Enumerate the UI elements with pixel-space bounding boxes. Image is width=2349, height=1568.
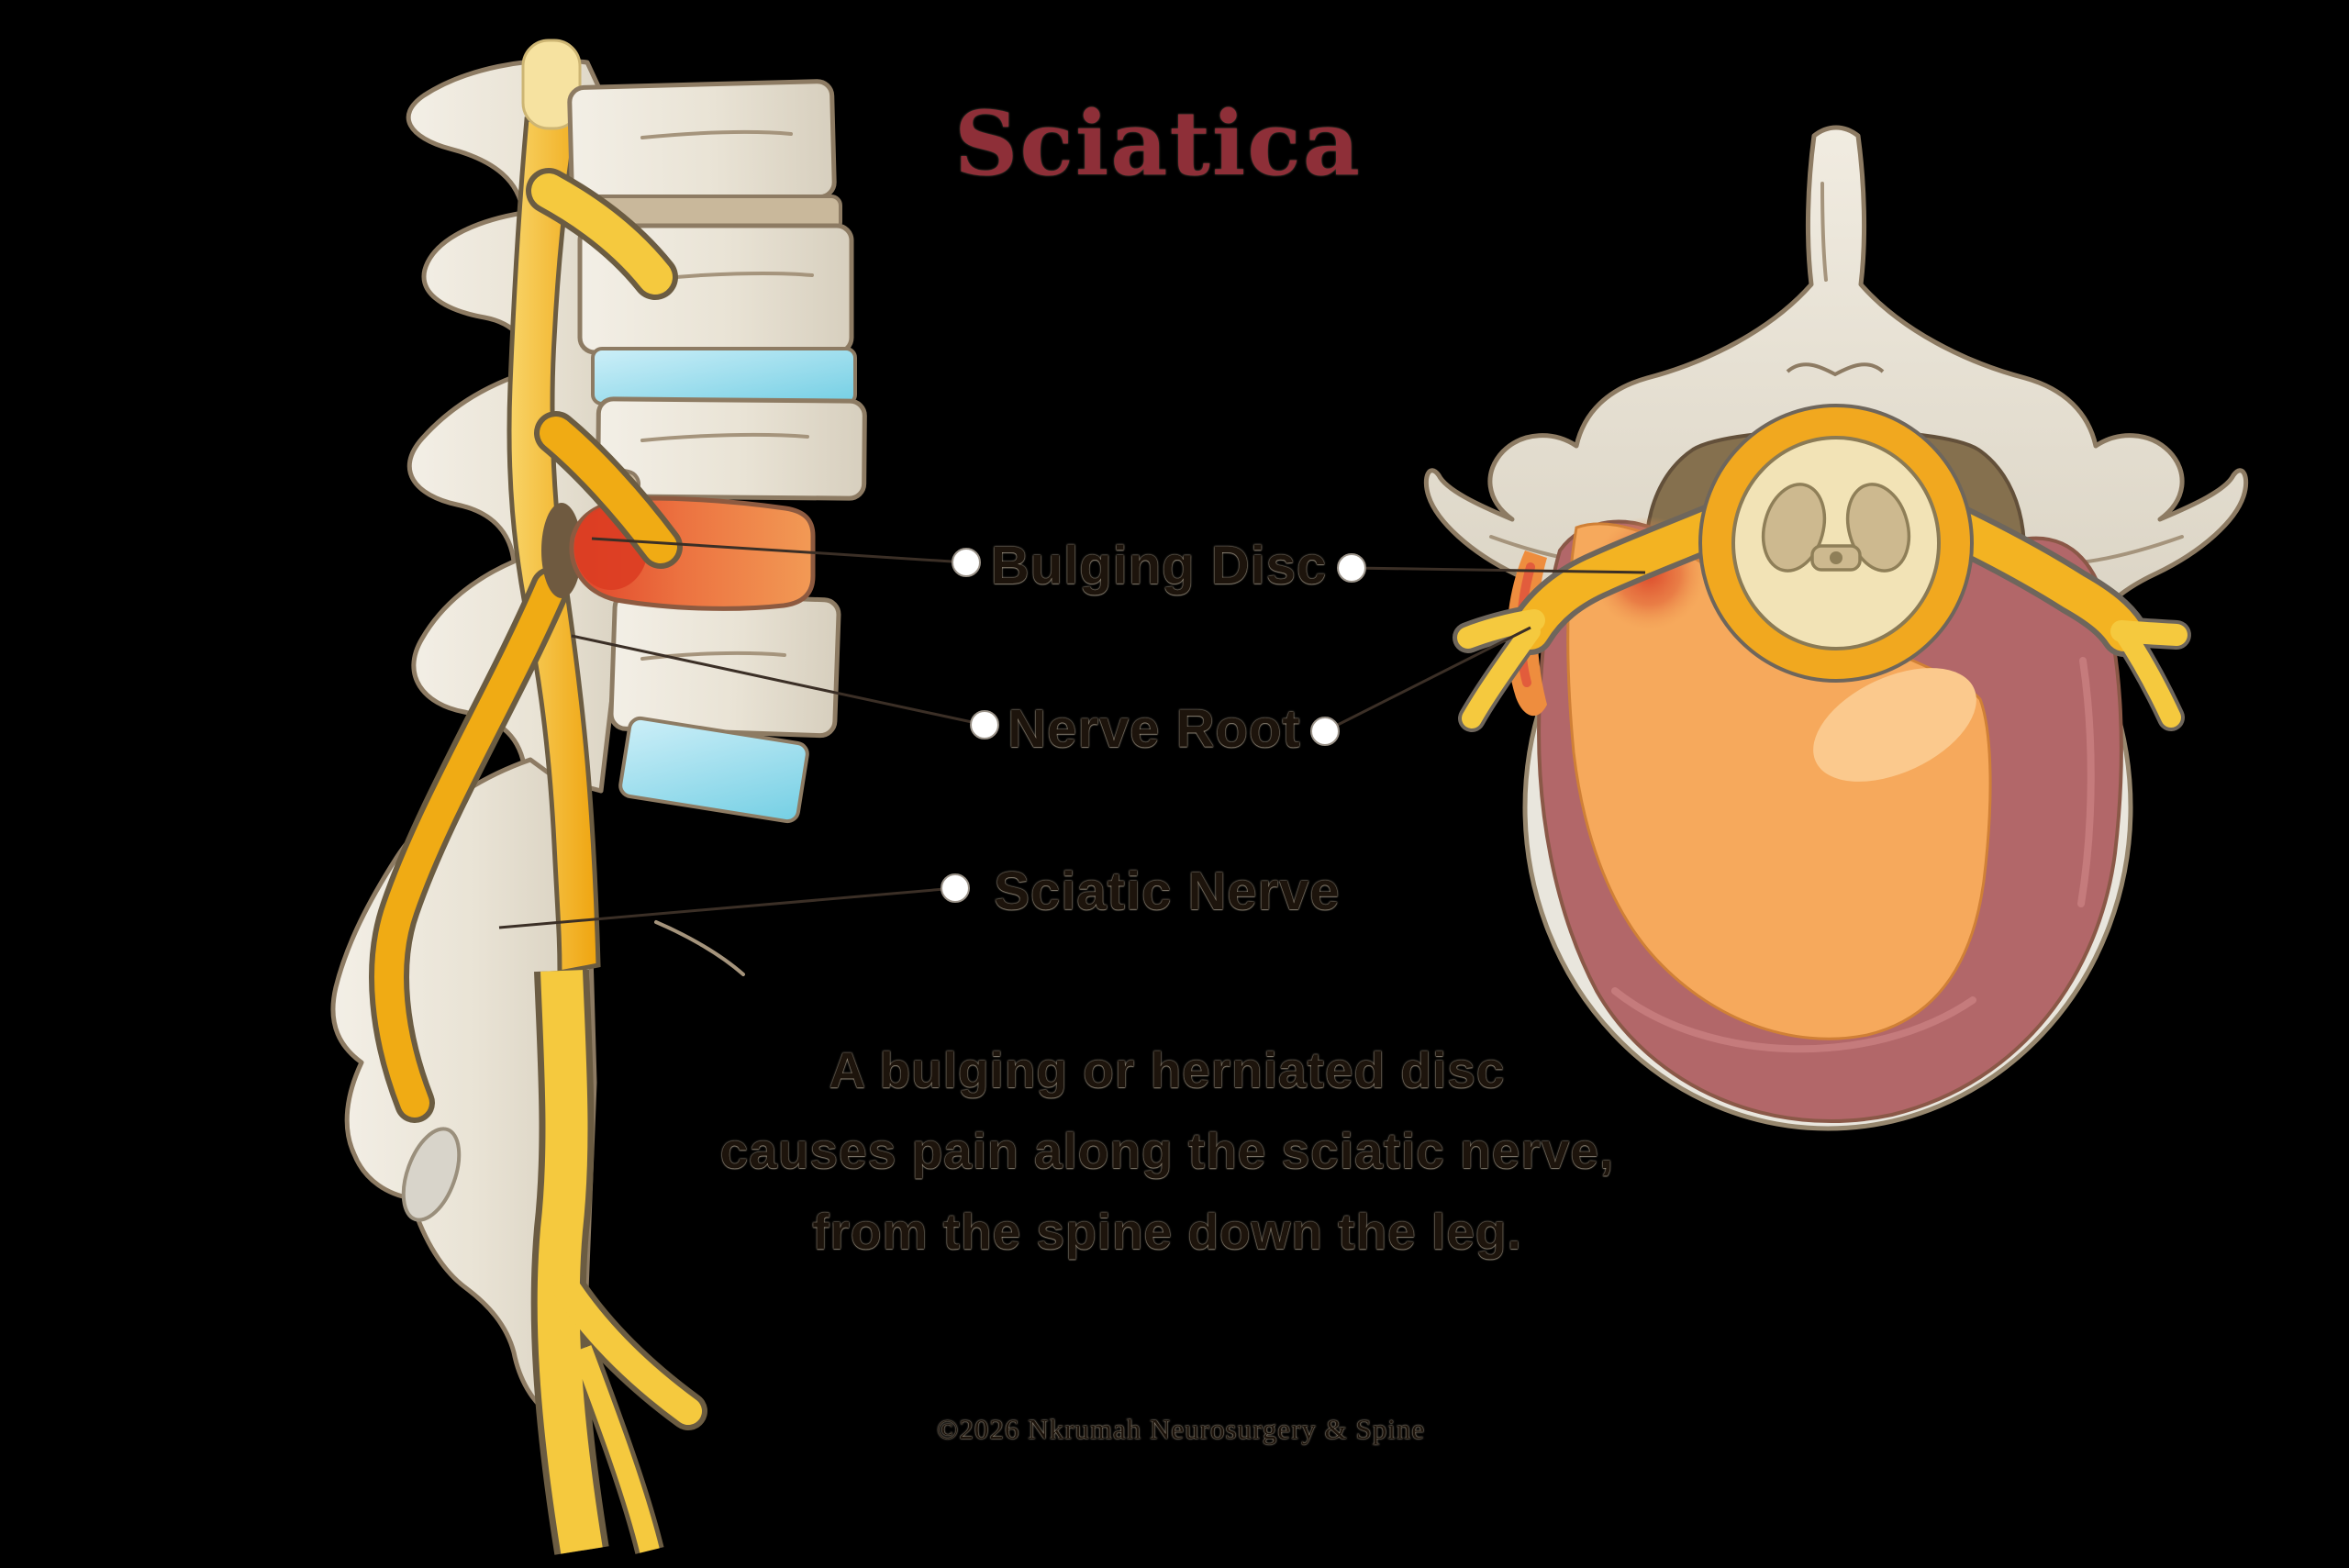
sciatic-trunk — [537, 970, 603, 1554]
disc-healthy-2 — [618, 716, 809, 824]
vertebra-body-1 — [567, 79, 837, 206]
bulging-disc-dot-left — [952, 548, 981, 577]
nerve-root-1 — [531, 173, 673, 295]
sciatic-nerve-dot — [941, 873, 970, 903]
coccyx-tip — [401, 1127, 462, 1222]
bone-crack-lines — [640, 129, 814, 976]
sciatic-branch1 — [553, 1275, 702, 1425]
caption-line-1: A bulging or herniated disc — [829, 1041, 1506, 1098]
sacral-nerve — [374, 573, 565, 1118]
label-dots — [941, 548, 1366, 903]
sciatic-branch2 — [572, 1345, 660, 1553]
copyright-notice: ©2026 Nkrumah Neurosurgery & Spine — [936, 1413, 1426, 1445]
cross-section-illustration — [1423, 125, 2249, 1131]
cauda-equina-top — [521, 39, 582, 130]
label-bulging-disc: Bulging Disc — [990, 536, 1328, 595]
lamina-notch — [1786, 362, 1885, 377]
page-title: Sciatica — [954, 92, 1362, 195]
bulging-disc-dot-right — [1337, 553, 1366, 583]
caption: A bulging or herniated disc causes pain … — [720, 1029, 1614, 1272]
label-sciatic-nerve: Sciatic Nerve — [994, 862, 1341, 921]
nucleus-highlight — [1813, 668, 1976, 782]
label-nerve-root: Nerve Root — [1008, 699, 1301, 759]
label-connectors — [498, 537, 1646, 929]
bulging-disc-line-left — [591, 537, 967, 564]
bulging-disc-line-right — [1351, 566, 1646, 574]
gray-matter-butterfly — [1761, 483, 1911, 573]
sciatic-nerve-line — [498, 886, 956, 929]
nerve-root-2 — [540, 417, 677, 563]
nerve-root-dot-left — [970, 710, 999, 740]
bulge-shadow — [541, 503, 582, 598]
nerve-root-line-left — [571, 634, 985, 727]
disc-healthy-1 — [591, 347, 857, 406]
caption-line-2: causes pain along the sciatic nerve, — [719, 1122, 1615, 1179]
lateral-spine-illustration — [330, 39, 867, 1555]
nerve-root-dot-right — [1310, 717, 1340, 746]
nerve-root-line-right — [1324, 626, 1531, 733]
vertebra-body-4 — [608, 590, 841, 739]
caption-line-3: from the spine down the leg. — [812, 1203, 1522, 1260]
